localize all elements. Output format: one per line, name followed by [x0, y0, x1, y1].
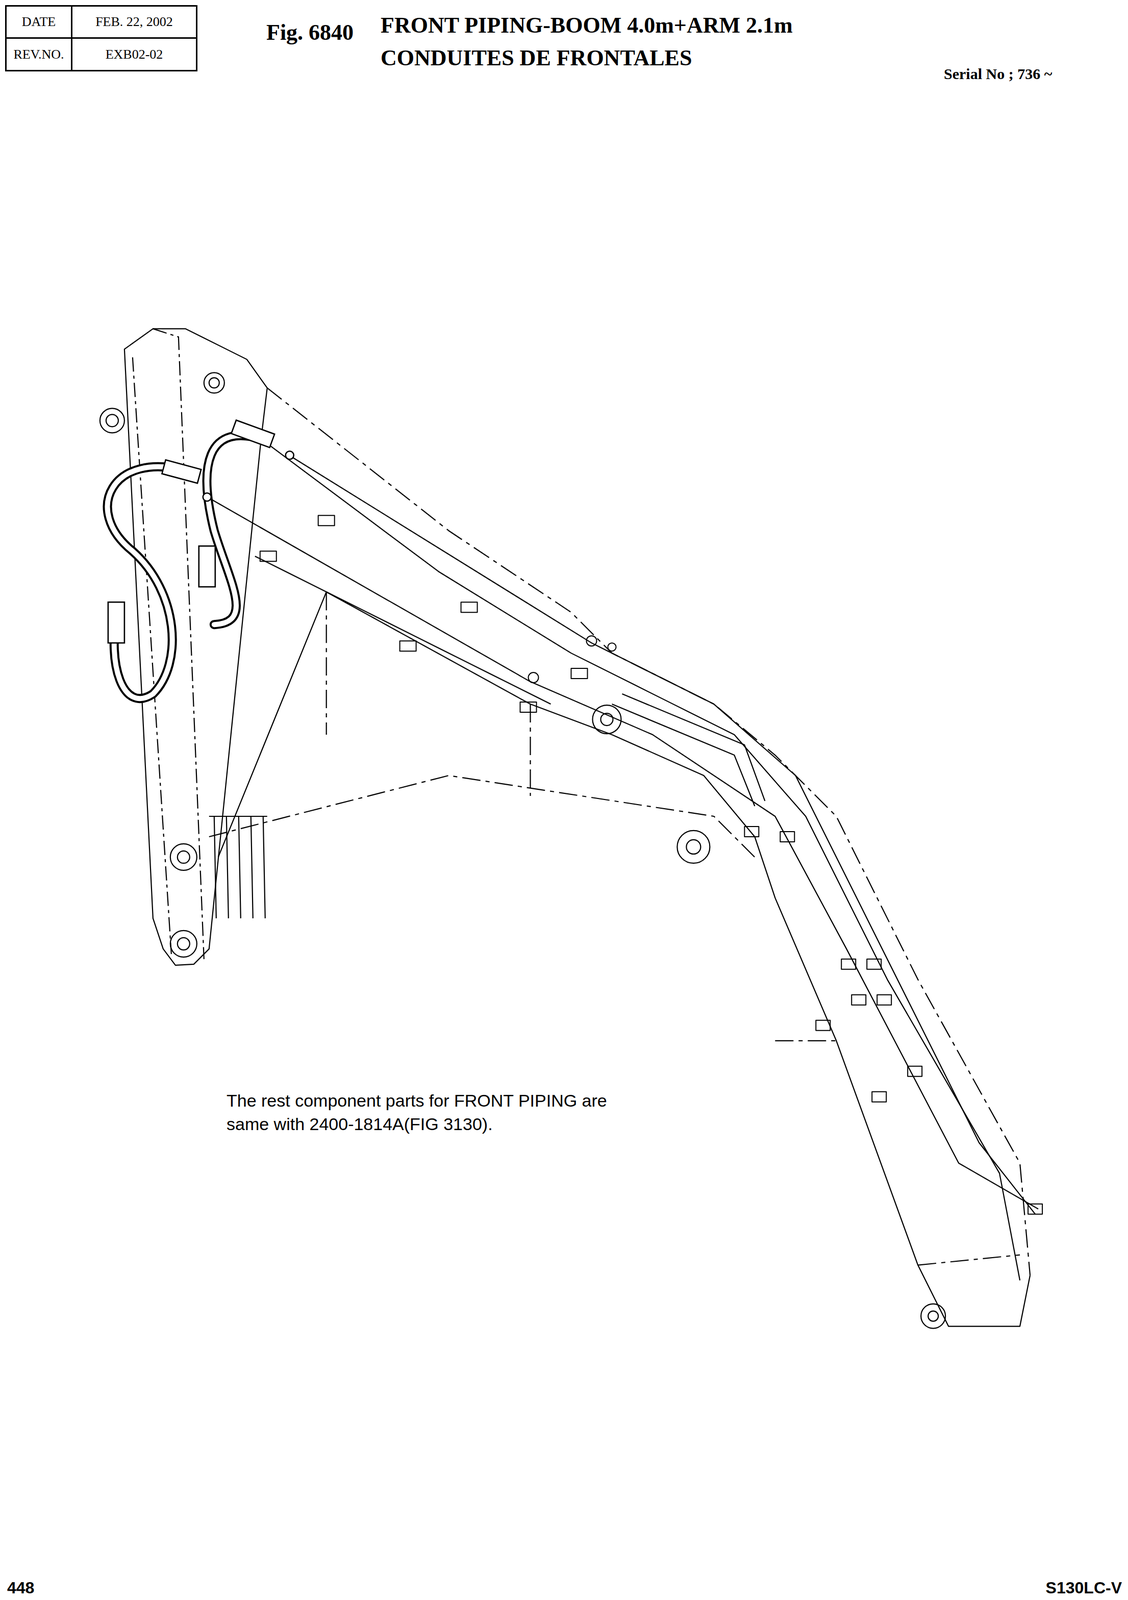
table-cell: DATE — [5, 5, 73, 39]
page-title: FRONT PIPING-BOOM 4.0m+ARM 2.1m CONDUITE… — [380, 9, 891, 75]
model-code: S130LC-V — [1045, 1578, 1122, 1598]
table-cell: EXB02-02 — [70, 37, 198, 72]
cell-text: FEB. 22, 2002 — [95, 14, 173, 30]
cell-text: REV.NO. — [13, 46, 64, 63]
page-number: 448 — [7, 1578, 35, 1598]
serial-note: Serial No ; 736 ~ — [943, 65, 1052, 83]
table-cell: FEB. 22, 2002 — [70, 5, 198, 39]
figure-number: Fig. 6840 — [266, 19, 354, 46]
cell-text: DATE — [21, 14, 56, 30]
table-cell: REV.NO. — [5, 37, 73, 72]
note-text: The rest component parts for FRONT PIPIN… — [226, 1088, 625, 1136]
cell-text: EXB02-02 — [105, 46, 164, 63]
